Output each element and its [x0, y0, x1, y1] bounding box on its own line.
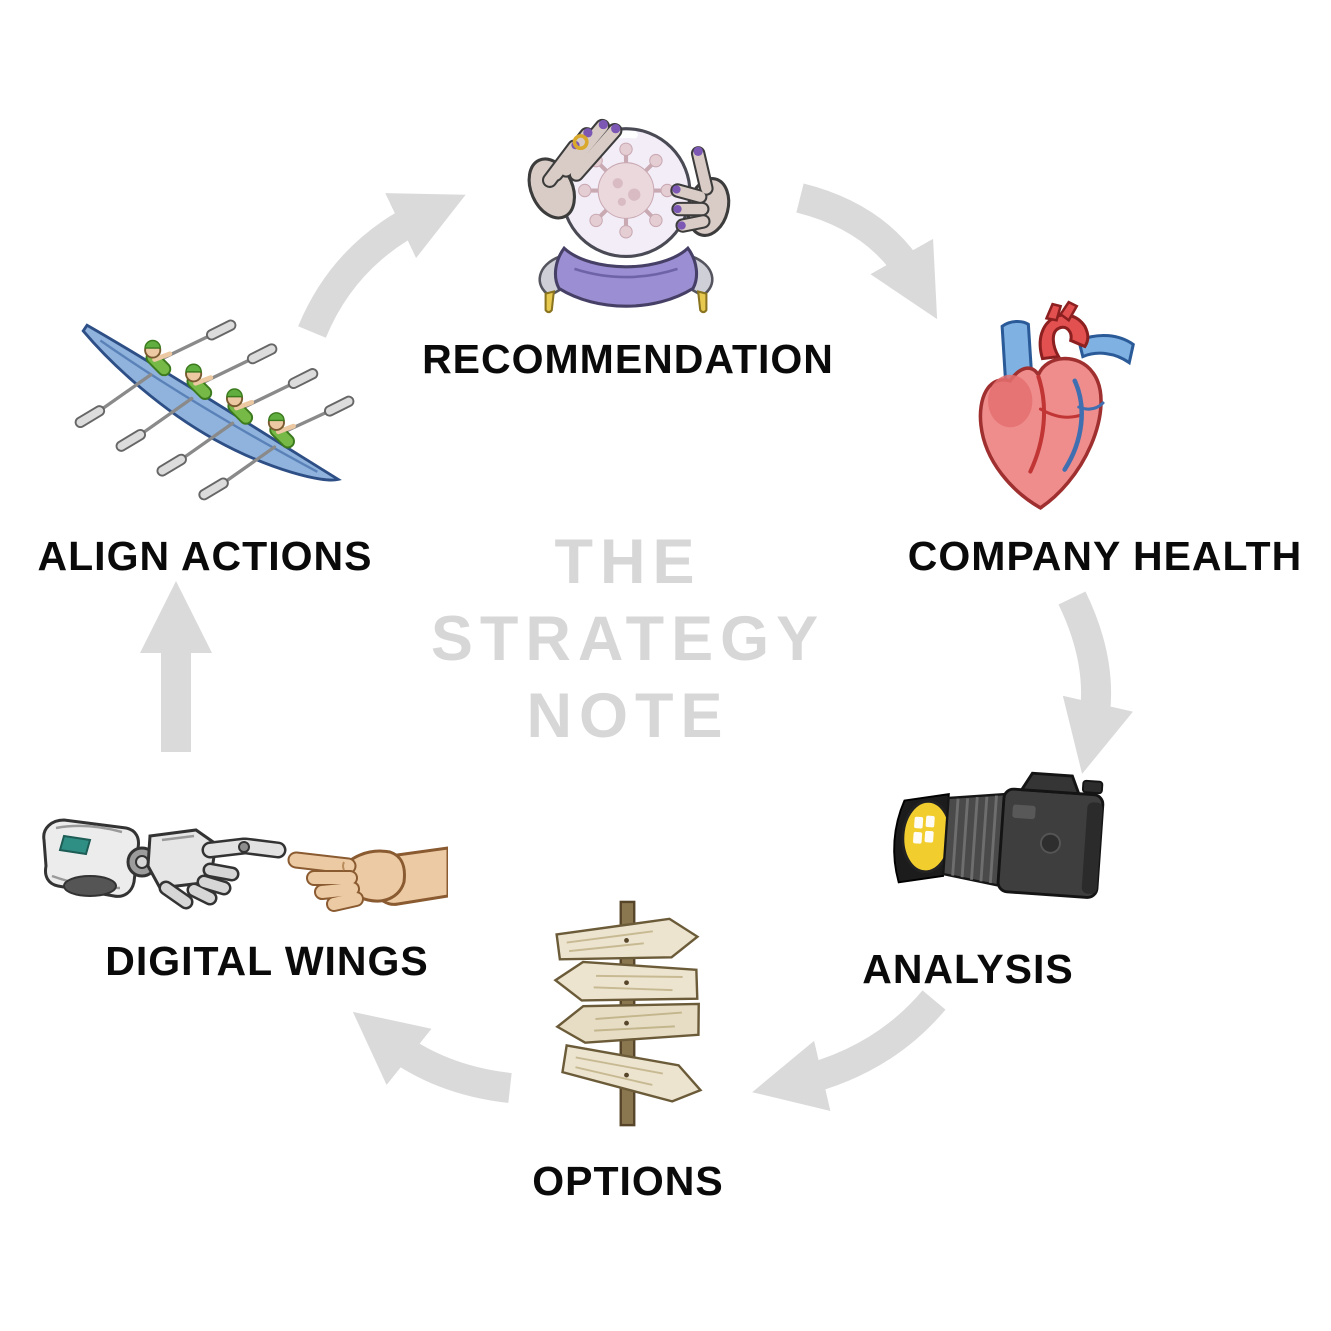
- node-label-recommendation: RECOMMENDATION: [422, 336, 834, 382]
- signpost-icon: [538, 895, 716, 1133]
- diagram-title: THE STRATEGY NOTE: [350, 524, 906, 755]
- node-label-align-actions: ALIGN ACTIONS: [37, 533, 373, 579]
- anatomical-heart-icon: [948, 288, 1143, 520]
- arrow-analysis-to-options: [752, 990, 946, 1111]
- node-label-analysis: ANALYSIS: [862, 946, 1074, 992]
- rower: [115, 343, 278, 452]
- robot-human-hands-icon: [38, 778, 448, 928]
- node-label-options: OPTIONS: [532, 1158, 724, 1204]
- arrow-align-actions-to-recommendation: [298, 193, 466, 338]
- diagram-title-line: THE: [554, 527, 702, 597]
- arrow-recommendation-to-company-health: [796, 183, 938, 320]
- crystal-ball-icon: [492, 82, 760, 332]
- rower: [74, 319, 237, 429]
- rower: [156, 368, 319, 477]
- node-label-company-health: COMPANY HEALTH: [907, 533, 1303, 579]
- camera-icon: [888, 758, 1118, 920]
- arrow-options-to-digital-wings: [352, 1011, 512, 1103]
- robot-hand: [42, 818, 287, 910]
- diagram-title-line: STRATEGY: [430, 603, 826, 674]
- right-hand: [670, 146, 731, 237]
- rowing-crew-icon: [68, 293, 363, 505]
- arrow-company-health-to-analysis: [1058, 591, 1134, 774]
- rower: [198, 395, 355, 501]
- node-label-digital-wings: DIGITAL WINGS: [105, 938, 429, 984]
- human-hand: [287, 846, 448, 912]
- left-hand: [527, 118, 623, 220]
- diagram-title-line: NOTE: [526, 680, 730, 751]
